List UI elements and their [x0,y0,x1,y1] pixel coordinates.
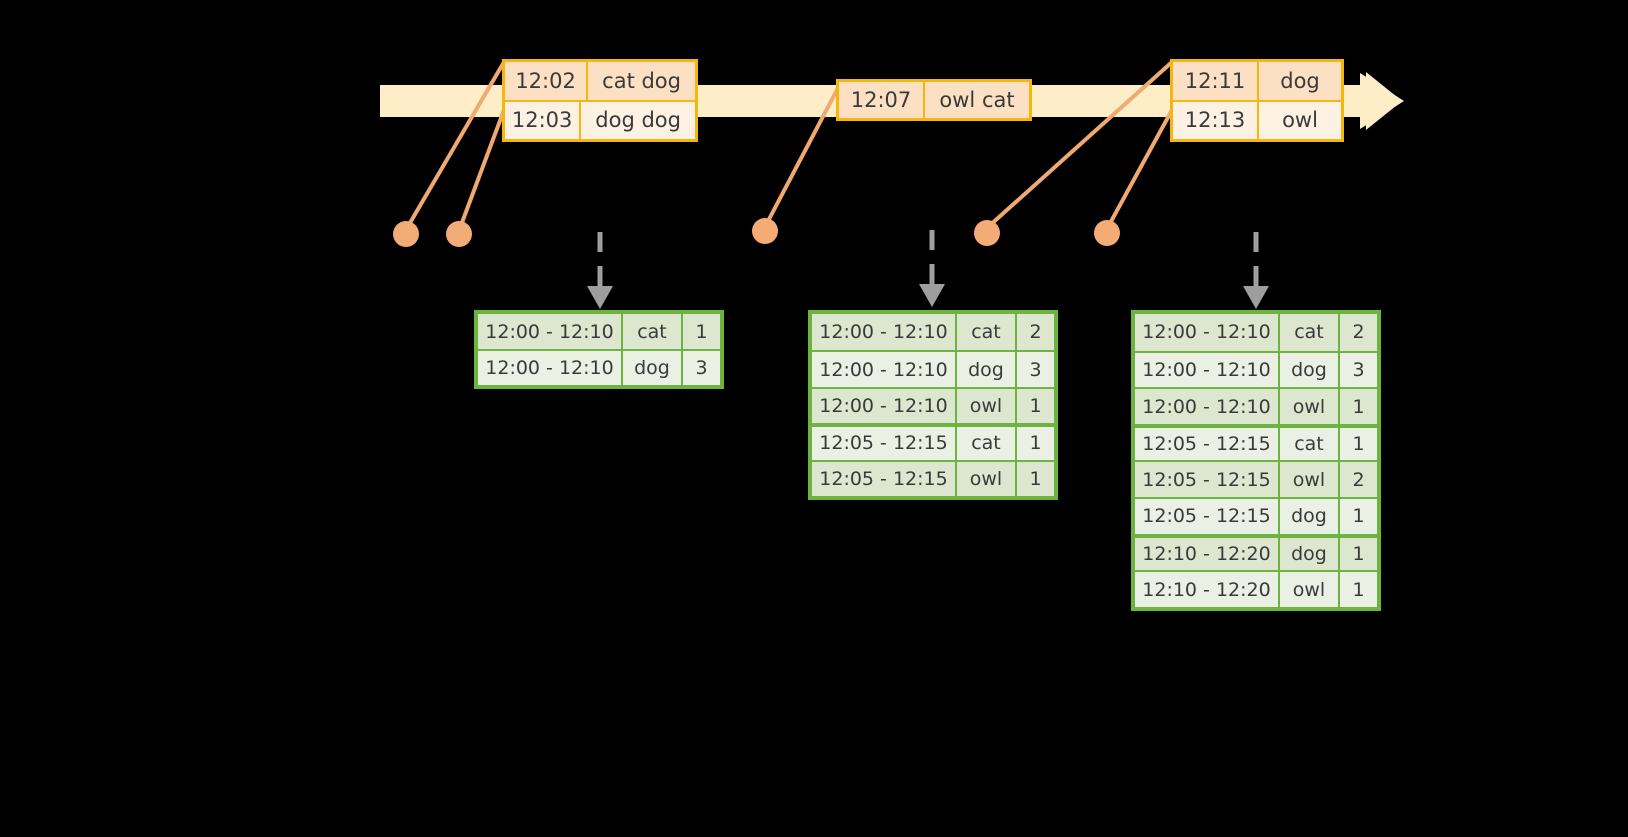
cell-window: 12:00 - 12:10 [812,352,957,387]
event-row[interactable]: 12:13 owl [1173,99,1341,139]
timeline-arrowhead [1366,72,1402,130]
cell-word: dog [1280,352,1340,388]
cell-count: 2 [1352,321,1365,344]
event-group-1[interactable]: 12:02 cat dog 12:03 dog dog [502,59,698,142]
connector-dot-2 [446,221,472,247]
cell-window: 12:00 - 12:10 [478,314,623,350]
event-group-3[interactable]: 12:11 dog 12:13 owl [1170,59,1344,142]
cell-count: 1 [1352,578,1365,601]
cell-window: 12:00 - 12:10 [1135,352,1280,388]
event-group-2[interactable]: 12:07 owl cat [836,79,1032,121]
cell-word: cat [957,427,1017,460]
cell-count: 1 [1029,394,1042,417]
cell-window: 12:10 - 12:20 [1135,572,1280,608]
event-time: 12:07 [839,82,925,118]
connector-dot-3 [752,218,778,244]
cell-word: cat [957,314,1017,351]
timeline-arrowhead-shape [1360,73,1404,129]
event-words: owl [1282,108,1318,133]
cell-count: 1 [1352,395,1365,418]
cell-count: 1 [1352,433,1365,456]
dashed-arrow-head-2 [919,284,945,307]
cell-count: 1 [1029,467,1042,490]
cell-window: 12:00 - 12:10 [1135,389,1280,424]
event-row[interactable]: 12:03 dog dog [505,99,695,139]
cell-window: 12:10 - 12:20 [1135,537,1280,571]
event-time: 12:13 [1173,101,1259,139]
event-time: 12:03 [505,101,582,139]
cell-word: cat [1280,314,1340,351]
cell-word: owl [957,461,1017,497]
cell-window: 12:00 - 12:10 [1135,314,1280,351]
cell-word: owl [1280,389,1340,424]
connector-line-5 [1106,108,1174,229]
cell-word: owl [1280,462,1340,498]
connector-line-1 [405,60,506,230]
cell-window: 12:00 - 12:10 [812,388,957,424]
event-time: 12:11 [1173,62,1259,100]
cell-window: 12:00 - 12:10 [812,314,957,351]
cell-word: owl [957,388,1017,424]
cell-count: 3 [1029,358,1042,381]
cell-word: dog [623,351,683,385]
dashed-arrow-head-1 [587,286,613,309]
cell-count: 1 [1029,432,1042,455]
event-row[interactable]: 12:02 cat dog [505,62,695,100]
event-words: owl cat [939,88,1015,112]
connector-dot-4 [974,220,1000,246]
cell-count: 3 [1352,358,1365,381]
cell-word: cat [623,314,683,350]
connector-dot-1 [393,221,419,247]
cell-window: 12:00 - 12:10 [478,351,623,385]
dashed-arrow-head-3 [1243,286,1269,309]
cell-window: 12:05 - 12:15 [812,427,957,460]
connector-line-3 [764,86,840,227]
event-words: dog dog [595,108,681,133]
cell-count: 3 [695,357,708,380]
connector-dots [393,218,1120,247]
dashed-arrow-heads [587,284,1269,309]
cell-word: owl [1280,572,1340,608]
dashed-arrows [597,230,1259,288]
event-words: dog [1280,68,1320,93]
connector-dot-5 [1094,220,1120,246]
cell-word: cat [1280,427,1340,461]
event-time: 12:02 [505,62,589,100]
cell-window: 12:05 - 12:15 [812,461,957,497]
event-row[interactable]: 12:11 dog [1173,62,1341,100]
connector-line-2 [458,108,506,230]
event-row[interactable]: 12:07 owl cat [839,82,1029,118]
cell-count: 1 [695,320,708,343]
cell-count: 2 [1352,468,1365,491]
cell-word: dog [1280,537,1340,571]
cell-count: 1 [1352,505,1365,528]
cell-count: 2 [1029,321,1042,344]
cell-word: dog [1280,499,1340,534]
cell-window: 12:05 - 12:15 [1135,499,1280,534]
event-words: cat dog [602,68,681,93]
cell-word: dog [957,352,1017,387]
cell-window: 12:05 - 12:15 [1135,427,1280,461]
cell-window: 12:05 - 12:15 [1135,462,1280,498]
cell-count: 1 [1352,543,1365,566]
